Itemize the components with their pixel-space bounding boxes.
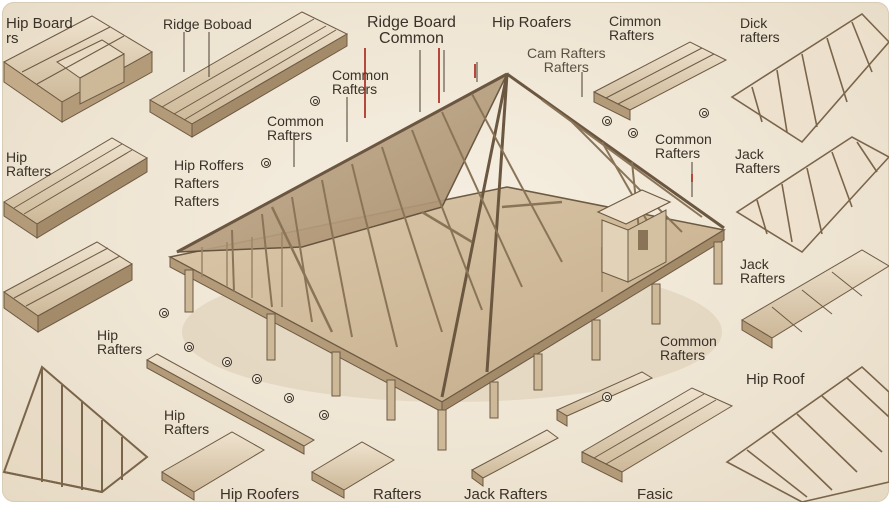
label-hip-roafers: Hip Roafers xyxy=(492,14,572,31)
callout-marker xyxy=(222,357,232,367)
jack-rafter-frame-right-middle xyxy=(741,249,889,349)
callout-marker xyxy=(261,158,271,168)
label-cam-rafters: Cam Rafters Rafters xyxy=(527,45,606,75)
callout-marker xyxy=(159,308,169,318)
callout-marker xyxy=(319,410,329,420)
label-hip-rafters-left-top: Hip Rafters xyxy=(6,149,52,179)
callout-marker xyxy=(284,393,294,403)
label-rafters-bottom: Rafters xyxy=(373,486,422,502)
callout-marker xyxy=(699,108,709,118)
truss-bottom-left xyxy=(2,365,149,494)
label-hip-rafters-bottom: Hip Rafters xyxy=(164,407,210,437)
planks-top-center xyxy=(148,11,349,138)
jack-rafter-frame-top-right xyxy=(730,12,889,144)
callout-marker xyxy=(310,96,320,106)
hip-roof-frame-bottom-right xyxy=(725,365,889,502)
label-dick-rafters: Dick rafters xyxy=(740,15,780,45)
label-hip-rafters-left-mid: Hip Rafters xyxy=(97,327,143,357)
label-jack-rafters-right-2: Jack Rafters xyxy=(740,256,786,286)
planks-bottom-right xyxy=(580,387,734,483)
lumber-bundle-top-left xyxy=(3,15,153,123)
label-hip-board-top-left: Hip Board rs xyxy=(6,15,73,47)
jack-rafter-frame-right-upper xyxy=(735,136,889,254)
label-ridge-boboad: Ridge Boboad xyxy=(163,16,252,32)
label-hip-roof: Hip Roof xyxy=(746,371,805,388)
leader-lines xyxy=(183,32,693,197)
label-fasic: Fasic xyxy=(637,486,673,502)
label-hip-rofters-rafters: Hip Roffers Rafters Rafters xyxy=(174,157,244,210)
beam-bottom-center-left xyxy=(145,353,316,455)
callout-marker xyxy=(184,342,194,352)
label-jack-rafters-bottom: Jack Rafters xyxy=(464,486,548,502)
planks-bottom-center xyxy=(471,371,654,487)
callout-marker xyxy=(602,116,612,126)
label-cimmon-rafters: Cimmon Rafters xyxy=(609,13,662,43)
label-jack-rafters-right-1: Jack Rafters xyxy=(735,146,781,176)
red-pointers xyxy=(364,48,693,182)
planks-bottom-left xyxy=(161,431,395,501)
label-common-rafters-upper: Common Rafters xyxy=(332,67,389,97)
planks-left-upper xyxy=(3,137,148,239)
label-common-rafters-right: Common Rafters xyxy=(655,131,712,161)
callout-marker xyxy=(252,374,262,384)
callout-marker xyxy=(628,128,638,138)
central-hip-roof xyxy=(167,72,727,451)
rafter-bundle-top-right-small xyxy=(592,41,728,121)
label-common-rafters-mid: Common Rafters xyxy=(267,113,324,143)
planks-left-middle xyxy=(3,241,133,333)
label-common-rafters-low-right: Common Rafters xyxy=(660,333,717,363)
label-ridge-board-common: Ridge Board Common xyxy=(367,14,456,47)
callout-marker xyxy=(602,392,612,402)
label-hip-roofers-bottom: Hip Roofers xyxy=(220,486,300,502)
